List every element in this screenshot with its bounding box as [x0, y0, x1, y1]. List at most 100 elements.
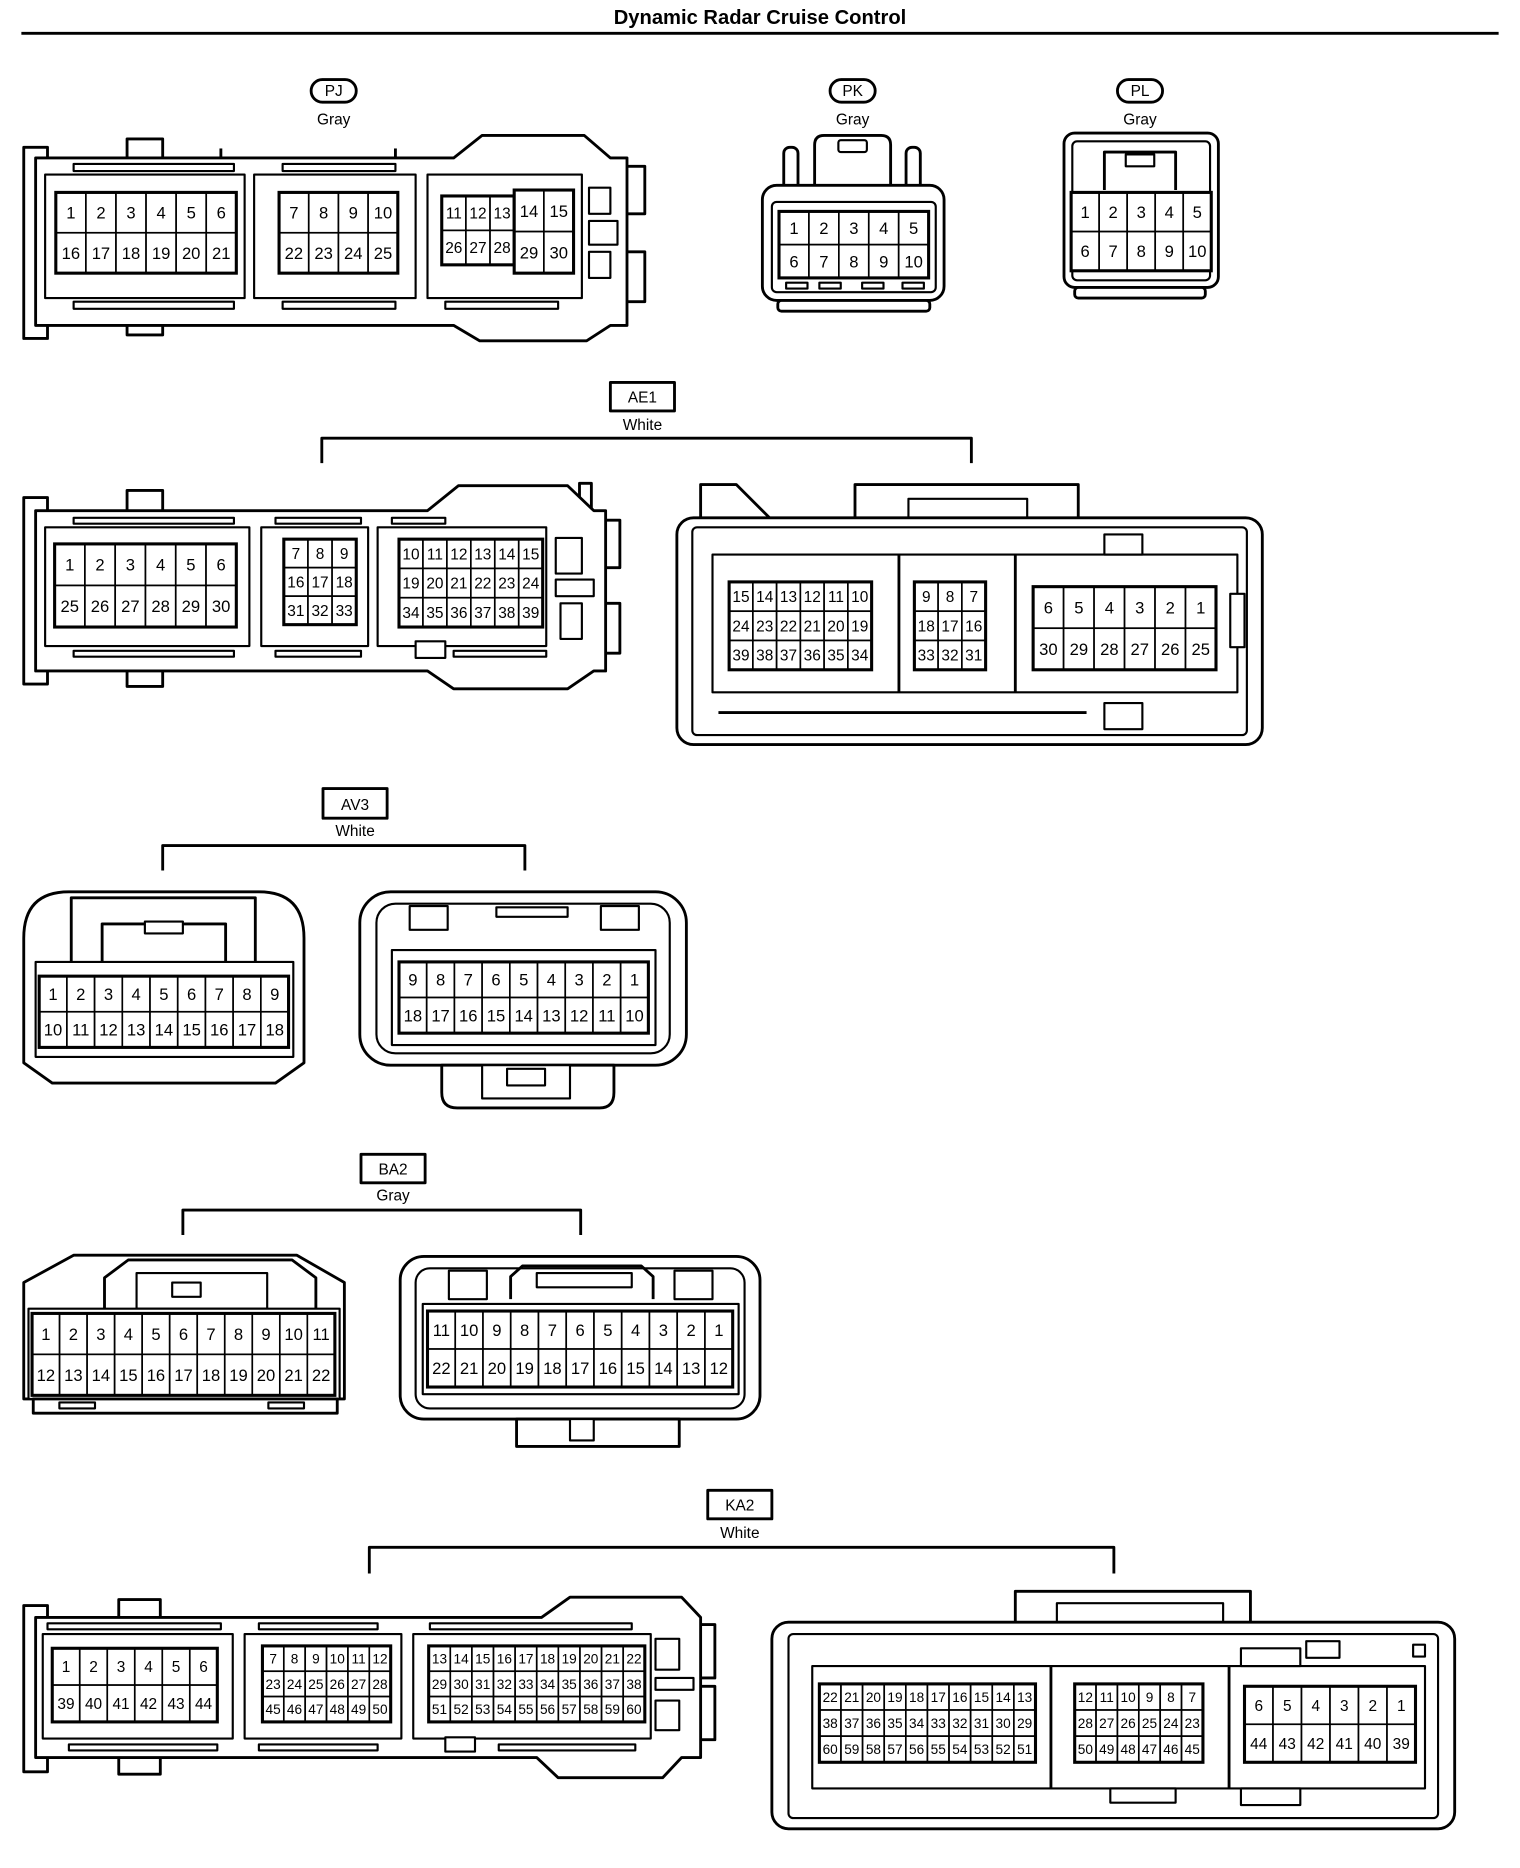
pin-cavity	[808, 210, 840, 246]
pin-number: 2	[1368, 1698, 1377, 1715]
pin-number: 26	[330, 1677, 345, 1692]
pin-number: 2	[686, 1321, 695, 1340]
pin-number: 28	[494, 240, 511, 257]
housing-color: White	[335, 823, 374, 840]
pin-number: 10	[625, 1006, 643, 1025]
pin-number: 10	[374, 204, 392, 223]
pin-number: 2	[1166, 598, 1175, 617]
pin-number: 37	[844, 1716, 859, 1731]
guide-block	[1239, 1787, 1302, 1807]
pin-number: 9	[270, 985, 279, 1004]
pin-number: 14	[454, 1651, 470, 1666]
housing-color: Gray	[376, 1188, 410, 1205]
guide-block	[559, 602, 583, 640]
pin-number: 8	[849, 252, 858, 271]
guide-block	[1305, 1640, 1341, 1659]
pin-number: 21	[844, 1690, 859, 1705]
pin-number: 11	[72, 1021, 89, 1040]
pin-number: 29	[182, 597, 200, 616]
pin-number: 53	[974, 1742, 989, 1757]
connector-ba2: BA2 Gray	[22, 1152, 762, 1448]
pin-number: 1	[630, 971, 639, 990]
pin-number: 12	[37, 1366, 55, 1385]
pin-number: 58	[583, 1702, 598, 1717]
pin-number: 18	[202, 1366, 220, 1385]
pin-number: 1	[48, 985, 57, 1004]
pin-number: 52	[454, 1702, 469, 1717]
pin-number: 44	[1250, 1736, 1268, 1753]
pin-number: 51	[432, 1702, 447, 1717]
pin-number: 3	[126, 204, 135, 223]
pin-cavity	[232, 1010, 262, 1049]
pin-number: 23	[266, 1677, 281, 1692]
pin-number: 37	[780, 648, 797, 665]
pin-number: 4	[1311, 1698, 1320, 1715]
pin-number: 33	[918, 648, 935, 665]
pin-block-outline	[282, 537, 358, 627]
pin-number: 30	[995, 1716, 1011, 1731]
pin-number: 11	[598, 1006, 615, 1025]
pin-number: 38	[498, 605, 515, 622]
guide-block	[408, 905, 449, 931]
pin-block-outline	[1069, 190, 1213, 273]
pin-number: 21	[605, 1651, 620, 1666]
slot	[281, 162, 397, 173]
pin-cavity	[453, 961, 483, 999]
pin-number: 4	[1165, 203, 1174, 222]
pin-number: 47	[1142, 1742, 1157, 1757]
pin-number: 40	[85, 1696, 102, 1713]
slot	[72, 300, 236, 310]
pin-number: 9	[340, 546, 349, 563]
pin-number: 18	[265, 1021, 283, 1040]
pin-number: 25	[1142, 1716, 1158, 1731]
pin-number: 3	[117, 1659, 126, 1676]
connector-id: BA2	[378, 1161, 407, 1178]
connector-id-badge	[1116, 78, 1164, 104]
housing-color: Gray	[317, 112, 351, 129]
guide-block	[554, 536, 583, 575]
pin-block-outline	[53, 542, 238, 629]
slot	[452, 649, 548, 658]
pin-number: 38	[756, 648, 773, 665]
pin-number: 4	[879, 219, 888, 238]
pin-number: 32	[952, 1716, 967, 1731]
pin-number: 30	[1039, 640, 1057, 659]
pin-block-outline	[50, 1646, 219, 1724]
pin-number: 17	[174, 1366, 192, 1385]
housing-color: White	[623, 417, 662, 434]
pin-number: 20	[257, 1366, 275, 1385]
pin-number: 22	[626, 1651, 641, 1666]
pin-cavity	[337, 231, 369, 274]
connector-ka2: KA2 White	[22, 1488, 1457, 1831]
slot	[67, 1743, 219, 1752]
pin-number: 37	[474, 605, 491, 622]
pin-number: 23	[1185, 1716, 1200, 1731]
pin-cavity	[564, 961, 594, 999]
pin-number: 9	[1165, 242, 1174, 261]
pin-number: 9	[492, 1321, 501, 1340]
pin-number: 8	[520, 1321, 529, 1340]
pin-number: 7	[1188, 1690, 1196, 1705]
pin-number: 20	[426, 576, 443, 593]
pin-number: 22	[823, 1690, 838, 1705]
pin-number: 4	[156, 556, 165, 575]
pin-number: 21	[460, 1359, 478, 1378]
pin-number: 2	[95, 556, 104, 575]
pin-cavity	[778, 243, 810, 279]
pin-number: 12	[1078, 1690, 1093, 1705]
pin-number: 8	[316, 546, 325, 563]
lock-tab	[535, 1271, 633, 1289]
pin-number: 12	[99, 1021, 117, 1040]
pin-block-outline	[397, 960, 650, 1035]
pin-number: 19	[152, 244, 170, 263]
lock-arm	[69, 896, 257, 962]
pin-number: 43	[1279, 1736, 1296, 1753]
pin-number: 49	[351, 1702, 366, 1717]
pin-number: 7	[1109, 242, 1118, 261]
pin-number: 13	[127, 1021, 145, 1040]
